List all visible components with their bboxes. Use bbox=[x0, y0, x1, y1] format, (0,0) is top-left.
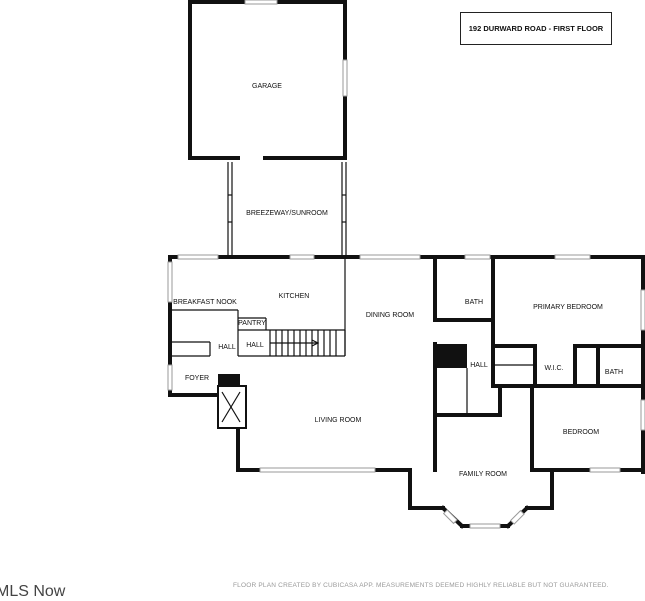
label-dining-room: DINING ROOM bbox=[366, 312, 414, 319]
label-garage: GARAGE bbox=[252, 83, 282, 90]
breezeway-walls bbox=[227, 162, 347, 255]
label-bath-upper: BATH bbox=[465, 299, 483, 306]
label-primary-bedroom: PRIMARY BEDROOM bbox=[533, 304, 603, 311]
main-house-walls bbox=[167, 254, 645, 529]
interior-walls bbox=[172, 255, 645, 472]
label-foyer: FOYER bbox=[185, 375, 209, 382]
label-bath-right: BATH bbox=[605, 369, 623, 376]
label-hall-middle: HALL bbox=[246, 342, 264, 349]
label-breezeway: BREEZEWAY/SUNROOM bbox=[246, 210, 328, 217]
label-breakfast-nook: BREAKFAST NOOK bbox=[173, 299, 237, 306]
plan-title: 192 DURWARD ROAD - FIRST FLOOR bbox=[460, 12, 612, 45]
garage-walls bbox=[188, 0, 348, 160]
room-labels: GARAGE BREEZEWAY/SUNROOM BREAKFAST NOOK … bbox=[173, 83, 623, 478]
fireplace-insert bbox=[218, 374, 240, 386]
label-wic: W.I.C. bbox=[544, 365, 563, 372]
footer-disclaimer: FLOOR PLAN CREATED BY CUBICASA APP. MEAS… bbox=[233, 582, 609, 589]
label-family-room: FAMILY ROOM bbox=[459, 471, 507, 478]
label-hall-left: HALL bbox=[218, 344, 236, 351]
closet-block bbox=[437, 344, 467, 368]
label-pantry: PANTRY bbox=[238, 320, 266, 327]
staircase bbox=[269, 330, 337, 356]
watermark: MLS Now bbox=[0, 583, 66, 600]
label-living-room: LIVING ROOM bbox=[315, 417, 362, 424]
label-kitchen: KITCHEN bbox=[279, 293, 310, 300]
label-hall-right: HALL bbox=[470, 362, 488, 369]
label-bedroom: BEDROOM bbox=[563, 429, 599, 436]
